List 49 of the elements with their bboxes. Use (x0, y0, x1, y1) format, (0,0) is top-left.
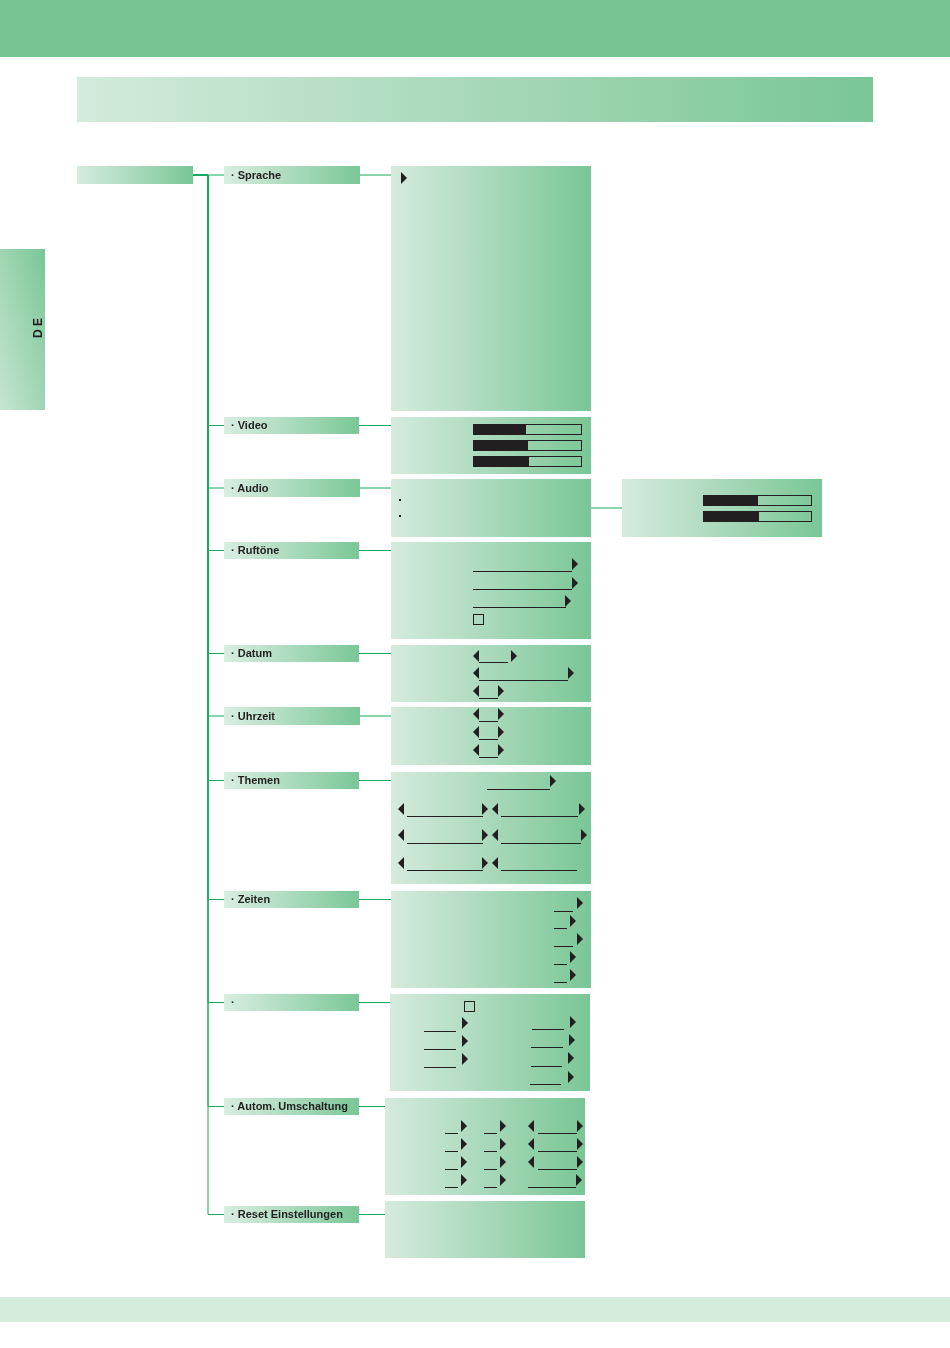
settings-panel (391, 645, 591, 702)
menu-item-bar (224, 772, 359, 789)
menu-item-bar (224, 645, 359, 662)
settings-panel (385, 1098, 585, 1195)
menu-item-bar (224, 166, 360, 184)
settings-panel (385, 1201, 585, 1258)
connector-line (359, 715, 392, 717)
connector-line (590, 507, 623, 509)
settings-panel (391, 707, 591, 765)
menu-label: · Reset Einstellungen (231, 1209, 344, 1220)
settings-panel (391, 166, 591, 411)
menu-label: · (231, 997, 236, 1008)
menu-label: · Uhrzeit (231, 710, 276, 722)
connector-line (358, 425, 392, 426)
menu-label: · Autom. Umschaltung (231, 1101, 349, 1112)
menu-item-bar (224, 542, 359, 559)
menu-item-bar (224, 891, 359, 908)
connector-line (358, 1106, 386, 1107)
settings-panel (391, 417, 591, 474)
settings-panel (390, 994, 590, 1091)
menu-item-bar (224, 1098, 359, 1115)
menu-item-bar (224, 994, 359, 1011)
menu-item-bar (224, 707, 360, 725)
language-label: D E (32, 318, 44, 338)
menu-item-bar (224, 1206, 359, 1223)
menu-label: · Audio (231, 482, 270, 494)
settings-panel (391, 542, 591, 639)
menu-label: · Sprache (231, 169, 283, 181)
connector-line (359, 174, 392, 176)
title-band (77, 77, 873, 122)
menu-item-bar (224, 417, 359, 434)
settings-panel (391, 479, 591, 537)
menu-label: · Ruftöne (231, 545, 281, 556)
menu-root-bar (77, 166, 193, 184)
settings-panel (391, 772, 591, 884)
menu-label: · Themen (231, 775, 281, 786)
connector-line (359, 487, 392, 489)
menu-label: · Zeiten (231, 894, 272, 905)
connector-line (358, 780, 392, 781)
menu-label: · Datum (231, 648, 273, 659)
connector-line (358, 1214, 386, 1215)
menu-item-bar (224, 479, 360, 497)
settings-panel (391, 891, 591, 988)
connector-line (358, 899, 392, 900)
menu-label: · Video (231, 420, 269, 431)
connector-line (358, 550, 392, 551)
connector-line (358, 1002, 391, 1003)
settings-panel (622, 479, 822, 537)
connector-line (358, 653, 392, 654)
